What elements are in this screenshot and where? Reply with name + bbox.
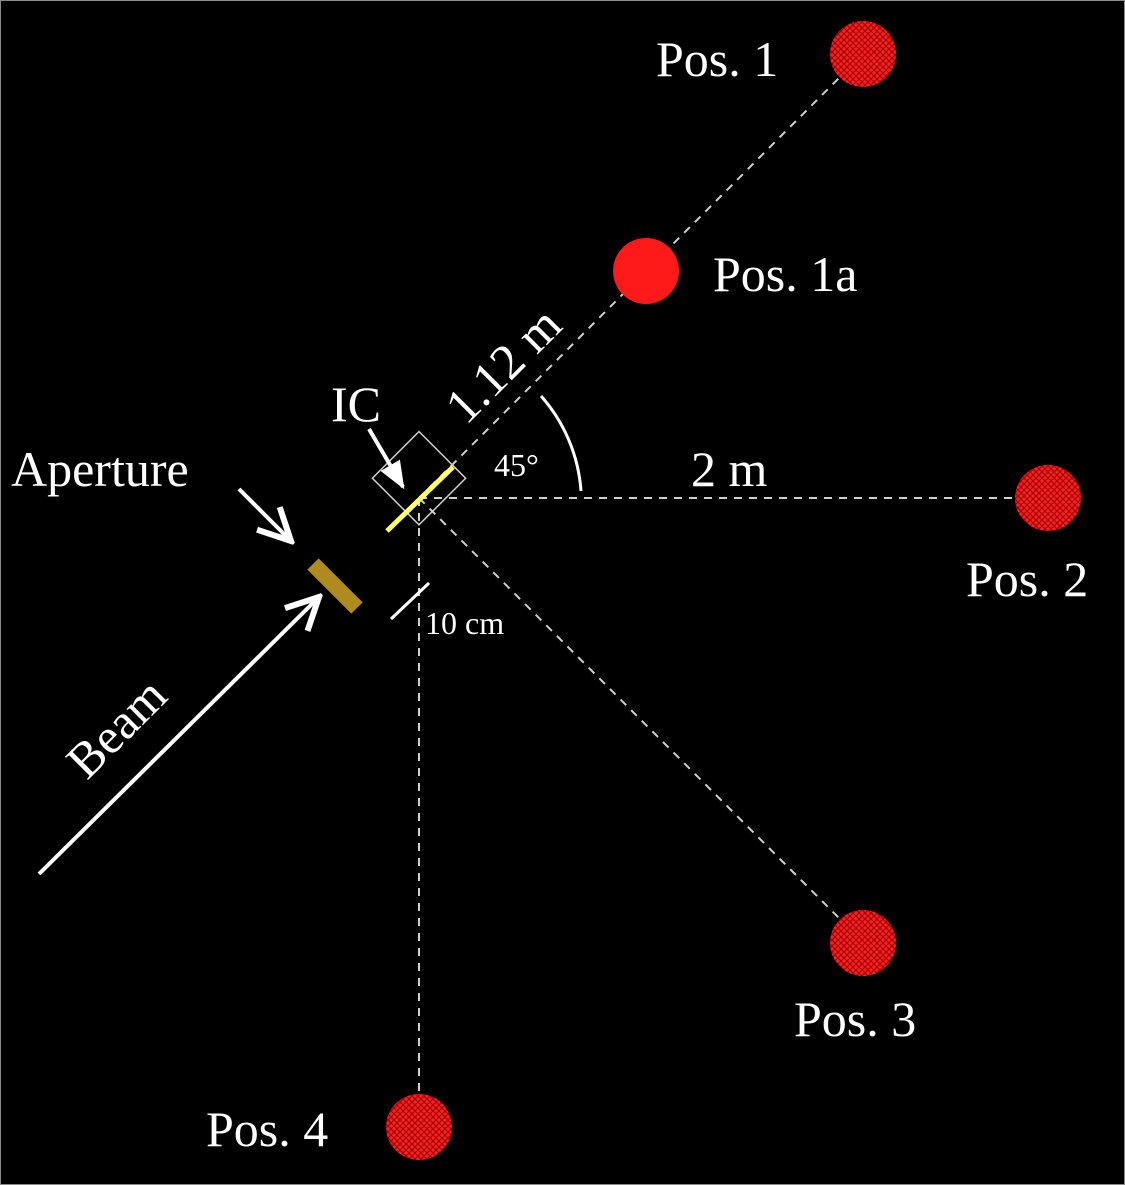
beam-arrow [37, 597, 319, 876]
line-to-pos3 [418, 497, 867, 946]
ic-arrow [367, 427, 405, 490]
detector-pos1a [613, 238, 679, 304]
label-distance-horizontal: 2 m [691, 441, 768, 497]
label-pos1a: Pos. 1a [713, 246, 857, 302]
label-pos2: Pos. 2 [966, 551, 1088, 607]
label-pos3: Pos. 3 [794, 991, 916, 1047]
detector-pos3 [830, 910, 896, 976]
aperture-arrow [237, 487, 291, 541]
label-ic: IC [331, 376, 381, 432]
detector-pos1 [830, 21, 896, 87]
label-angle: 45° [494, 447, 539, 483]
angle-arc [539, 395, 583, 492]
ion-chamber-plate [385, 465, 455, 533]
detector-pos4 [386, 1094, 452, 1160]
label-offset: 10 cm [425, 605, 504, 641]
detector-pos2 [1015, 465, 1081, 531]
label-aperture: Aperture [11, 441, 189, 497]
label-pos1: Pos. 1 [656, 31, 778, 87]
label-pos4: Pos. 4 [206, 1101, 328, 1157]
ion-chamber-box [371, 430, 467, 526]
label-beam: Beam [55, 667, 177, 789]
aperture-plate [307, 558, 363, 614]
offset-tick [389, 581, 431, 621]
